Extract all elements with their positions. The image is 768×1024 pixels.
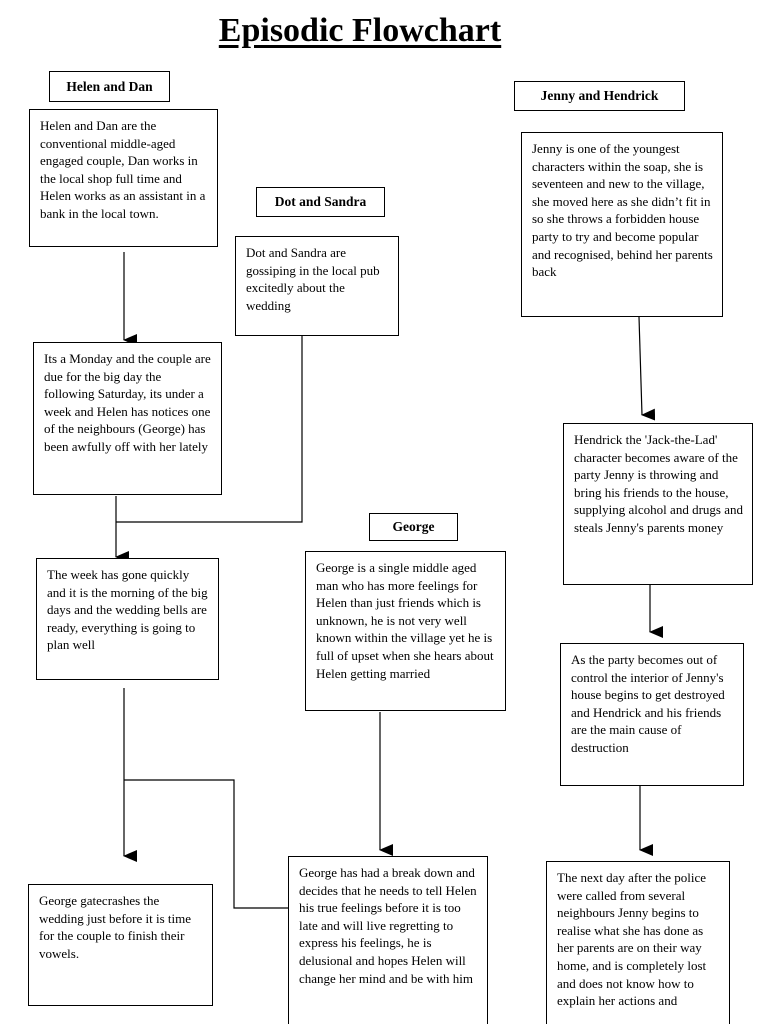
arrow-jenny-to-hendrick <box>638 316 656 421</box>
box-jenny-intro: Jenny is one of the youngest characters … <box>521 132 723 317</box>
box-week-gone: The week has gone quickly and it is the … <box>36 558 219 680</box>
label-jenny-and-hendrick: Jenny and Hendrick <box>514 81 685 111</box>
box-helen-dan-intro: Helen and Dan are the conventional middl… <box>29 109 218 247</box>
box-george-intro: George is a single middle aged man who h… <box>305 551 506 711</box>
box-party-out-of-control: As the party becomes out of control the … <box>560 643 744 786</box>
box-hendrick: Hendrick the 'Jack-the-Lad' character be… <box>563 423 753 585</box>
box-gatecrash: George gatecrashes the wedding just befo… <box>28 884 213 1006</box>
label-dot-and-sandra: Dot and Sandra <box>256 187 385 217</box>
label-george: George <box>369 513 458 541</box>
line-dot-sandra-merge <box>116 336 303 523</box>
box-next-day: The next day after the police were calle… <box>546 861 730 1024</box>
box-dot-sandra-intro: Dot and Sandra are gossiping in the loca… <box>235 236 399 336</box>
box-george-breakdown: George has had a break down and decides … <box>288 856 488 1024</box>
label-helen-and-dan: Helen and Dan <box>49 71 170 102</box>
page-title: Episodic Flowchart <box>218 12 502 49</box>
box-monday: Its a Monday and the couple are due for … <box>33 342 222 495</box>
line-george-merge <box>124 779 288 909</box>
